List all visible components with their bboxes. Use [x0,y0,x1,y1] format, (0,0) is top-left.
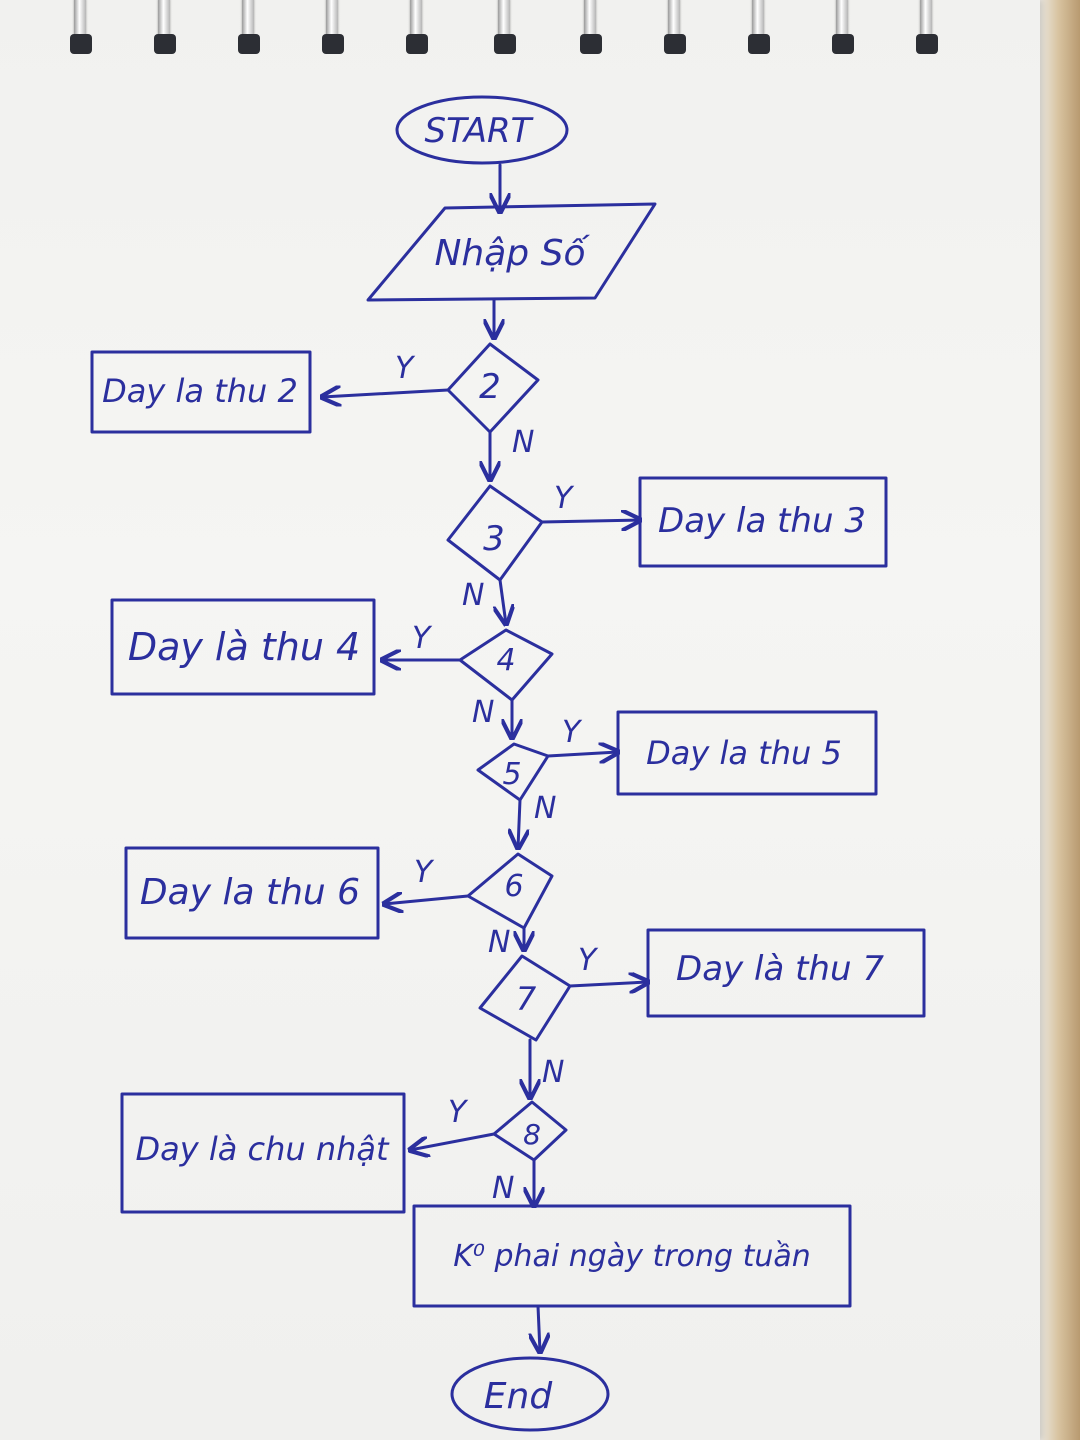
output-rect-3 [638,476,888,568]
default-box: K⁰ phai ngày trong tuần [412,1204,852,1308]
decision-4: 4 [458,628,554,702]
edge-d2-yes-label: Y [395,351,416,386]
default-label: K⁰ phai ngày trong tuần [453,1239,811,1274]
arrow-d5-no [518,798,520,848]
end-label: End [484,1376,554,1417]
arrow-d6-yes [384,896,470,904]
input-parallelogram [366,202,657,302]
arrow-default-to-end [538,1304,540,1352]
start-oval [395,95,569,165]
output-rect-7 [646,928,926,1018]
decision-6-label: 6 [504,869,523,904]
arrow-d7-yes [568,982,648,986]
decision-8: 8 [492,1100,568,1162]
edge-d4-yes-label: Y [412,621,433,656]
output-rect-2 [90,350,312,434]
arrow-d8-yes [410,1132,496,1150]
edge-d5-no-label: N [534,791,556,826]
edge-d3-no-label: N [462,578,484,613]
output-box-2: Day la thu 2 [90,350,312,434]
arrow-d3-yes [540,520,640,522]
spiral-ring [578,0,604,64]
edge-d7-no-label: N [542,1055,564,1090]
output-label-7: Day là thu 7 [676,949,884,989]
input-label: Nhập Số [435,233,591,274]
output-box-4: Day là thu 4 [110,598,376,696]
start-label: START [425,111,534,151]
output-rect-6 [124,846,380,940]
decision-3: 3 [446,484,544,582]
decision-3-label: 3 [483,519,505,559]
output-label-8: Day là chu nhật [135,1130,390,1168]
edge-d5-yes-label: Y [562,715,583,750]
spiral-ring [404,0,430,64]
start-terminator: START [395,95,569,165]
arrow-d2-yes [322,390,450,397]
spiral-ring [662,0,688,64]
end-oval [450,1356,610,1432]
edge-d3-yes-label: Y [554,481,575,516]
output-box-7: Day là thu 7 [646,928,926,1018]
decision-6: 6 [466,852,554,930]
output-box-6: Day la thu 6 [124,846,380,940]
output-box-8: Day là chu nhật [120,1092,406,1214]
spiral-ring [830,0,856,64]
edge-d4-no-label: N [472,695,494,730]
output-label-6: Day la thu 6 [140,872,360,913]
arrow-d5-yes [546,752,618,756]
decision-7-diamond [478,954,572,1042]
spiral-binding [0,0,1040,70]
spiral-ring [746,0,772,64]
output-rect-5 [616,710,878,796]
decision-8-label: 8 [523,1118,541,1151]
output-label-3: Day la thu 3 [658,501,866,541]
decision-7: 7 [478,954,572,1042]
output-label-2: Day la thu 2 [102,372,298,410]
spiral-ring [320,0,346,64]
edge-d6-yes-label: Y [414,855,435,890]
spiral-ring [152,0,178,64]
output-rect-8 [120,1092,406,1214]
edge-d7-yes-label: Y [578,943,599,978]
decision-4-label: 4 [496,643,515,678]
spiral-ring [492,0,518,64]
input-box: Nhập Số [366,202,657,302]
end-terminator: End [450,1356,610,1432]
decision-7-label: 7 [516,980,537,1018]
output-box-3: Day la thu 3 [638,476,888,568]
output-box-5: Day la thu 5 [616,710,878,796]
output-rect-4 [110,598,376,696]
edge-d6-no-label: N [488,925,510,960]
output-label-4: Day là thu 4 [128,625,360,669]
spiral-ring [914,0,940,64]
edge-d2-no-label: N [512,425,534,460]
edge-d8-yes-label: Y [448,1095,469,1130]
arrow-d3-no [500,578,506,624]
output-label-5: Day la thu 5 [646,734,842,772]
edge-d8-no-label: N [492,1171,514,1206]
decision-2: 2 [446,342,540,434]
decision-5-label: 5 [502,757,521,792]
decision-2-label: 2 [479,367,501,407]
default-rect [412,1204,852,1308]
spiral-ring [236,0,262,64]
spiral-ring [68,0,94,64]
